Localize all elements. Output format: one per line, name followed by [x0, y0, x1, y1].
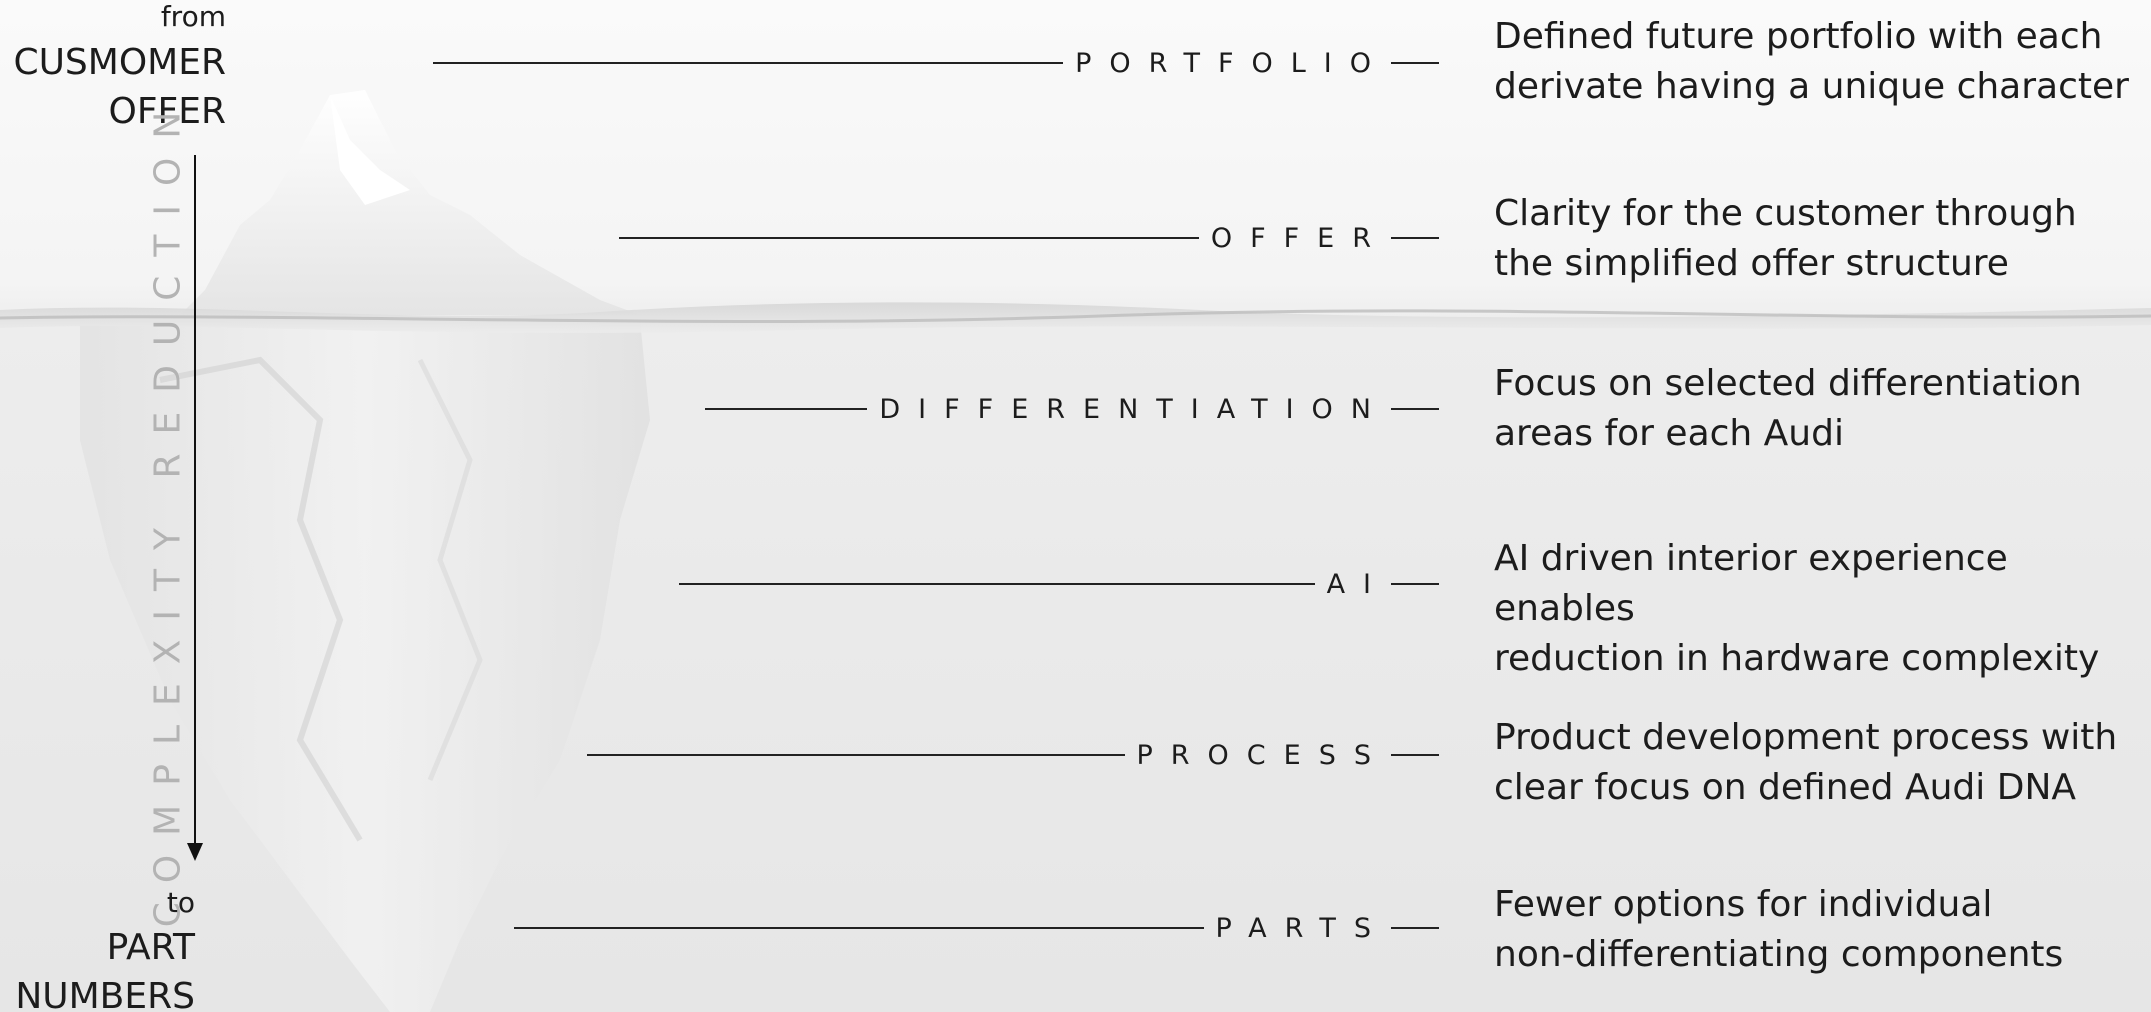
connector-line — [679, 583, 1315, 585]
level-label-differentiation: DIFFERENTIATION — [867, 394, 1389, 425]
iceberg-top — [180, 90, 640, 315]
level-parts: PARTS — [514, 908, 1439, 948]
down-arrow-icon — [186, 155, 204, 861]
level-label-process: PROCESS — [1125, 740, 1389, 771]
level-desc-line: Focus on selected differentiation — [1494, 359, 2144, 409]
connector-line — [619, 237, 1199, 239]
level-offer: OFFER — [619, 218, 1439, 258]
level-ai: AI — [679, 564, 1439, 604]
level-desc-offer: Clarity for the customer through the sim… — [1494, 189, 2144, 289]
to-title: PART NUMBERS — [15, 923, 195, 1012]
connector-line — [705, 408, 867, 410]
level-desc-ai: AI driven interior experience enables re… — [1494, 534, 2144, 684]
level-label-parts: PARTS — [1204, 913, 1389, 944]
level-desc-parts: Fewer options for individual non-differe… — [1494, 880, 2144, 980]
level-desc-line: Clarity for the customer through — [1494, 189, 2144, 239]
connector-stub — [1391, 927, 1439, 929]
level-desc-line: non-differentiating components — [1494, 930, 2144, 980]
to-title-line2: NUMBERS — [15, 972, 195, 1012]
level-desc-line: Product development process with — [1494, 713, 2144, 763]
level-desc-line: areas for each Audi — [1494, 409, 2144, 459]
connector-stub — [1391, 62, 1439, 64]
connector-stub — [1391, 754, 1439, 756]
from-title: CUSMOMER OFFER — [13, 38, 226, 136]
level-process: PROCESS — [587, 735, 1439, 775]
level-desc-differentiation: Focus on selected differentiation areas … — [1494, 359, 2144, 459]
from-label: from — [161, 0, 226, 33]
level-label-portfolio: PORTFOLIO — [1063, 48, 1389, 79]
from-title-line1: CUSMOMER — [13, 38, 226, 87]
connector-line — [433, 62, 1063, 64]
level-desc-line: Fewer options for individual — [1494, 880, 2144, 930]
connector-stub — [1391, 237, 1439, 239]
level-label-ai: AI — [1315, 569, 1389, 600]
complexity-reduction-label: COMPLEXITY REDUCTION — [148, 93, 189, 928]
connector-line — [514, 927, 1204, 929]
level-desc-portfolio: Defined future portfolio with each deriv… — [1494, 12, 2144, 112]
level-desc-line: clear focus on defined Audi DNA — [1494, 763, 2144, 813]
connector-line — [587, 754, 1125, 756]
level-desc-process: Product development process with clear f… — [1494, 713, 2144, 813]
level-desc-line: derivate having a unique character — [1494, 62, 2144, 112]
level-desc-line: Defined future portfolio with each — [1494, 12, 2144, 62]
from-title-line2: OFFER — [13, 87, 226, 136]
level-desc-line: AI driven interior experience enables — [1494, 534, 2144, 634]
level-portfolio: PORTFOLIO — [433, 43, 1439, 83]
connector-stub — [1391, 408, 1439, 410]
connector-stub — [1391, 583, 1439, 585]
to-label: to — [167, 886, 195, 919]
level-desc-line: reduction in hardware complexity — [1494, 634, 2144, 684]
level-label-offer: OFFER — [1199, 223, 1389, 254]
to-title-line1: PART — [15, 923, 195, 972]
level-desc-line: the simplified offer structure — [1494, 239, 2144, 289]
level-differentiation: DIFFERENTIATION — [705, 389, 1439, 429]
